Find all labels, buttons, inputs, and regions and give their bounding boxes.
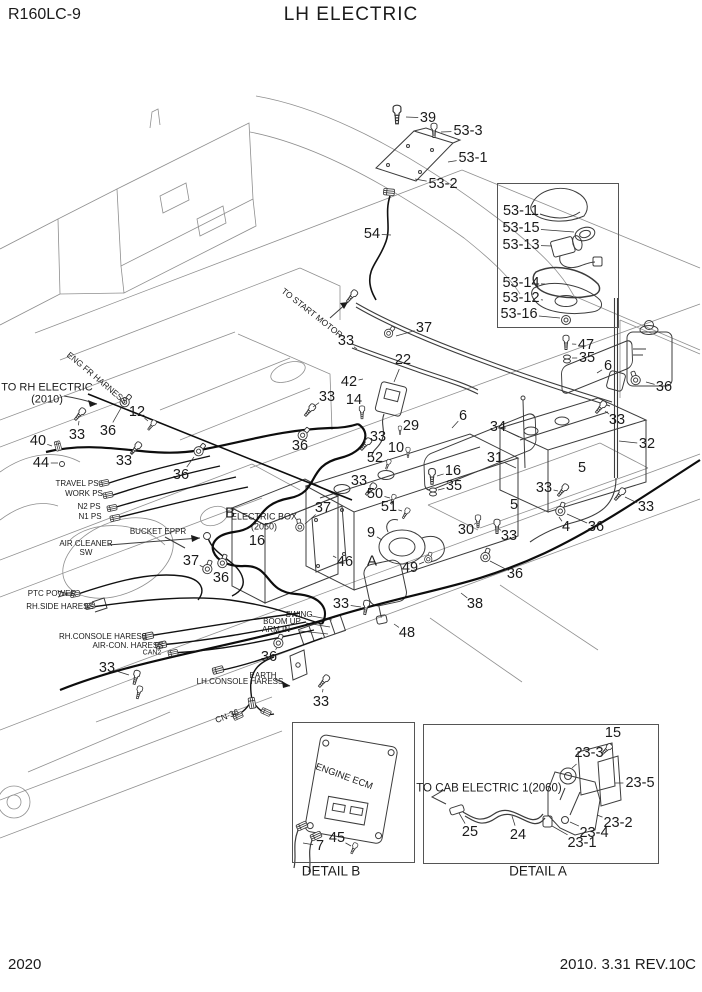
leader-line	[553, 489, 559, 492]
leader-line	[304, 514, 316, 525]
wire-harness-branches	[77, 455, 323, 716]
group-page-number: 2020	[8, 956, 42, 973]
leader-line	[384, 496, 391, 499]
leader-line	[144, 417, 149, 422]
model-code: R160LC-9	[8, 6, 81, 23]
leader-line	[596, 814, 603, 818]
leader-line	[558, 516, 563, 522]
leader-line	[393, 368, 400, 383]
leader-line	[376, 536, 383, 541]
leader-line	[47, 443, 53, 447]
leader-line	[571, 763, 577, 769]
leader-line	[116, 670, 130, 676]
leader-line	[551, 825, 568, 836]
leader-line	[350, 605, 362, 608]
leader-line	[489, 560, 507, 570]
leader-line	[506, 430, 520, 438]
leader-line	[393, 623, 400, 628]
leader-line	[538, 315, 561, 319]
leader-line	[312, 402, 320, 408]
leader-line	[596, 369, 603, 374]
callout-leader-lines	[47, 116, 655, 847]
leader-line	[332, 555, 337, 558]
detail-b-box	[292, 722, 415, 863]
leader-line	[511, 815, 516, 826]
leader-line	[186, 456, 195, 468]
wire-harness-runs	[45, 393, 701, 692]
leader-line	[302, 842, 314, 846]
leader-line	[618, 440, 638, 444]
leader-line	[624, 496, 638, 504]
page-title: LH ELECTRIC	[283, 4, 419, 25]
leader-line	[199, 565, 204, 568]
detail-a-box	[423, 724, 659, 864]
component-outlines	[57, 127, 673, 873]
fastener-glyphs	[53, 104, 643, 855]
chassis-frame-lines	[0, 95, 701, 839]
leader-line	[275, 647, 278, 650]
leader-line	[405, 116, 419, 118]
revision-date: 2010. 3.31 REV.10C	[559, 956, 696, 973]
leader-line	[540, 229, 575, 233]
leader-line	[130, 451, 134, 455]
leader-line	[345, 842, 352, 847]
leader-line	[358, 378, 364, 381]
leader-line	[322, 688, 324, 693]
leader-line	[447, 160, 457, 163]
lamp-parts-box	[497, 183, 619, 328]
leader-line	[569, 821, 580, 827]
leader-line	[395, 330, 415, 337]
leader-line	[645, 381, 655, 385]
leader-line	[398, 509, 403, 512]
leader-line	[78, 420, 80, 426]
leader-line	[473, 522, 477, 525]
leader-line	[566, 513, 588, 524]
leader-line	[112, 407, 122, 423]
leader-line	[604, 410, 610, 415]
leader-line	[353, 346, 358, 350]
leader-line	[418, 561, 425, 565]
leader-line	[503, 461, 517, 469]
leader-line	[460, 592, 468, 599]
leader-line	[437, 488, 445, 491]
leader-line	[498, 528, 502, 531]
leader-line	[436, 473, 444, 477]
leader-line	[414, 178, 427, 182]
leader-line	[458, 812, 466, 824]
leader-line	[451, 420, 459, 429]
